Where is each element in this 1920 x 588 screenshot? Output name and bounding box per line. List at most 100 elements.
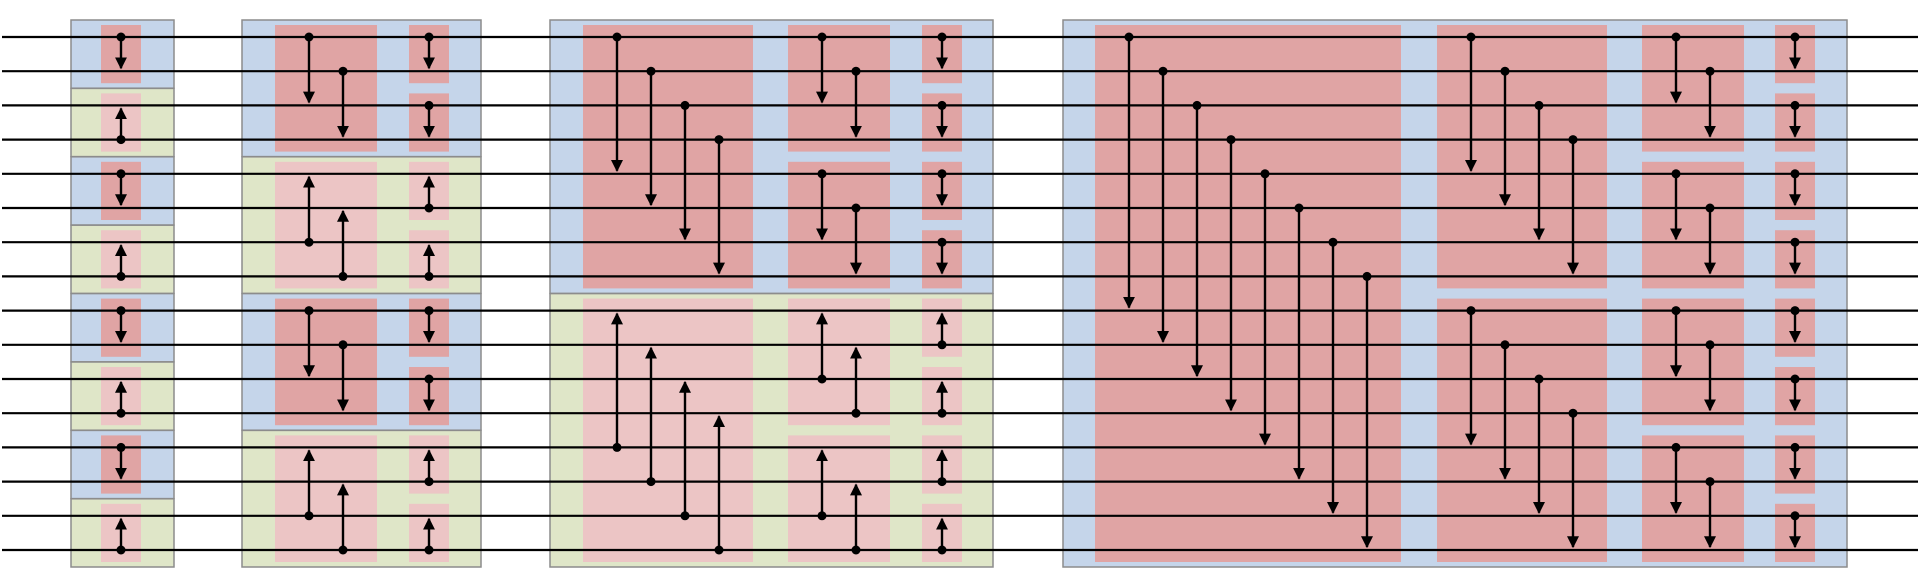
comparator-dot [680,100,690,110]
comparator-dot [851,203,861,213]
comparator-dot [1328,237,1338,247]
comparator-dot [1568,408,1578,418]
comparator-dot [1790,306,1800,316]
comparator-dot [1790,442,1800,452]
comparator-region [275,161,377,289]
comparator-dot [338,66,348,76]
comparator-dot [1705,66,1715,76]
comparator-dot [116,306,126,316]
comparator-region [788,161,890,289]
comparator-dot [1500,66,1510,76]
comparator-dot [817,169,827,179]
comparator-dot [851,545,861,555]
comparator-region [1642,435,1744,562]
comparator-dot [851,408,861,418]
comparator-dot [1790,100,1800,110]
comparator-region [275,298,377,426]
comparator-dot [1466,32,1476,42]
comparator-dot [304,237,314,247]
comparator-dot [1705,203,1715,213]
comparator-dot [424,32,434,42]
comparator-dot [1790,32,1800,42]
comparator-dot [680,511,690,521]
comparator-dot [1705,340,1715,350]
comparator-dot [714,135,724,145]
comparator-dot [1671,169,1681,179]
comparator-dot [1790,169,1800,179]
comparator-dot [1362,271,1372,281]
comparator-dot [1534,374,1544,384]
comparator-region [788,298,890,426]
comparator-dot [116,408,126,418]
comparator-dot [937,477,947,487]
comparator-dot [1671,306,1681,316]
comparator-dot [1790,374,1800,384]
comparator-dot [1671,442,1681,452]
comparator-dot [1500,340,1510,350]
comparator-dot [612,32,622,42]
comparator-dot [424,545,434,555]
comparator-dot [612,442,622,452]
comparator-dot [817,511,827,521]
comparator-dot [424,203,434,213]
wire-layer [2,35,1918,552]
comparator-dot [338,545,348,555]
comparator-dot [1790,237,1800,247]
comparator-dot [1534,100,1544,110]
comparator-dot [116,135,126,145]
comparator-region [1642,161,1744,289]
comparator-dot [1158,66,1168,76]
comparator-dot [338,340,348,350]
comparator-dot [424,374,434,384]
comparator-dot [304,306,314,316]
comparator-dot [1260,169,1270,179]
comparator-dot [937,408,947,418]
comparator-dot [937,340,947,350]
comparator-region [583,25,753,289]
comparator-dot [1466,306,1476,316]
comparator-dot [817,32,827,42]
comparator-dot [646,66,656,76]
comparator-dot [1671,32,1681,42]
comparator-dot [937,237,947,247]
comparator-dot [1705,477,1715,487]
comparator-dot [937,545,947,555]
comparator-dot [424,100,434,110]
comparator-dot [424,477,434,487]
comparator-region [583,298,753,562]
comparator-region [1437,25,1607,289]
comparator-dot [1192,100,1202,110]
comparator-dot [1790,511,1800,521]
comparator-region [275,435,377,562]
comparator-region [275,25,377,152]
comparator-region [1437,298,1607,562]
comparator-dot [116,545,126,555]
comparator-region [1095,25,1401,562]
comparator-dot [116,442,126,452]
comparator-dot [116,271,126,281]
region-layer [101,25,1815,562]
comparator-region [788,25,890,152]
comparator-dot [937,100,947,110]
comparator-dot [937,32,947,42]
comparator-region [788,435,890,562]
comparator-dot [1568,135,1578,145]
comparator-dot [304,32,314,42]
comparator-dot [338,271,348,281]
comparator-region [1642,25,1744,152]
comparator-dot [424,271,434,281]
comparator-dot [424,306,434,316]
comparator-dot [714,545,724,555]
comparator-layer [115,32,1801,555]
comparator-dot [646,477,656,487]
comparator-dot [851,66,861,76]
comparator-dot [817,374,827,384]
comparator-dot [304,511,314,521]
comparator-region [1642,298,1744,426]
comparator-dot [937,169,947,179]
comparator-dot [116,32,126,42]
comparator-dot [1124,32,1134,42]
comparator-dot [1294,203,1304,213]
